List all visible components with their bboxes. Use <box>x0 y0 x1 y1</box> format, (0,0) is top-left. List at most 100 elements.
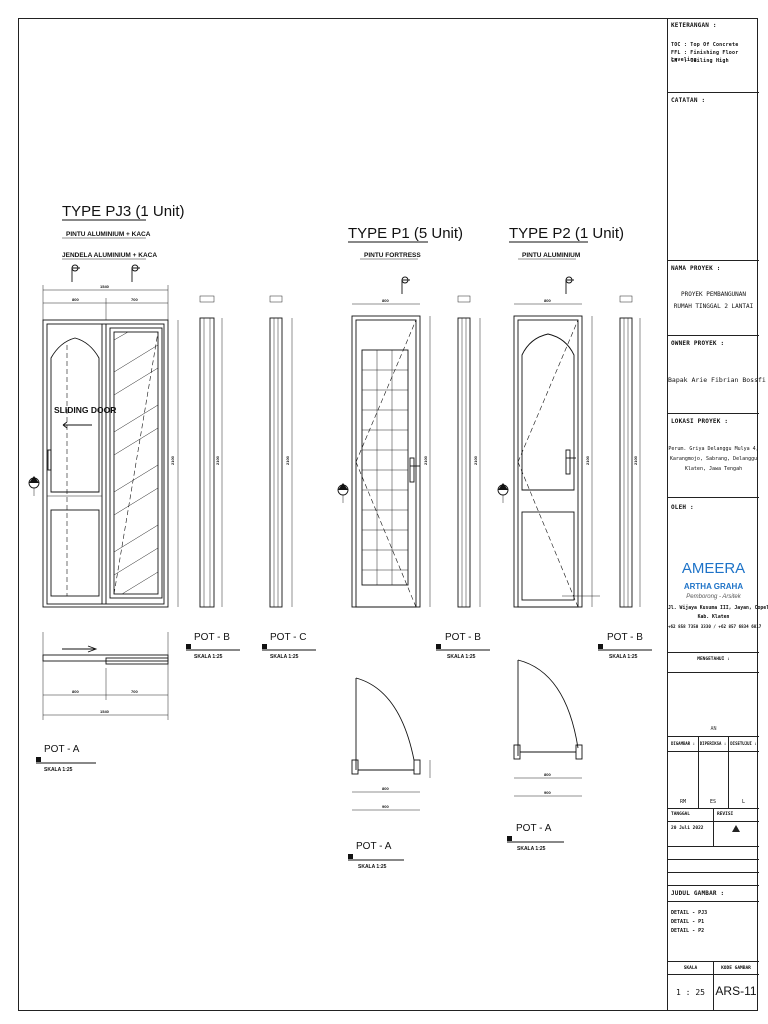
svg-text:POT - A: POT - A <box>516 823 552 834</box>
company-address-1: Jl. Wijaya Kusuma III, Jayan, Copel, <box>668 606 768 611</box>
nama-proyek-line-2: RUMAH TINGGAL 2 LANTAI <box>673 303 754 310</box>
nama-proyek-label: NAMA PROYEK : <box>671 265 721 272</box>
svg-text:POT - B: POT - B <box>194 632 230 643</box>
svg-text:SKALA 1:25: SKALA 1:25 <box>609 654 638 660</box>
svg-text:SKALA 1:25: SKALA 1:25 <box>44 767 73 773</box>
oleh-label: OLEH : <box>671 504 694 511</box>
skala-kode-section: SKALA KODE GAMBAR 1 : 25 ARS-11 <box>668 962 759 1011</box>
svg-text:POT - A: POT - A <box>44 744 80 755</box>
svg-text:2100: 2100 <box>473 455 478 465</box>
svg-text:2100: 2100 <box>215 455 220 465</box>
type-p1-group: TYPE P1 (5 Unit) PINTU FORTRESS 800 <box>337 225 490 870</box>
p1-title: TYPE P1 (5 Unit) <box>348 225 463 242</box>
sign-value-3: L <box>741 799 745 805</box>
sign-header-digambar: DIGAMBAR : <box>670 741 696 746</box>
owner-label: OWNER PROYEK : <box>671 340 725 347</box>
keterangan-label: KETERANGAN : <box>671 22 717 29</box>
sign-value-1: RM <box>679 799 687 805</box>
svg-text:800: 800 <box>382 298 389 303</box>
judul-item-1: DETAIL - PJ3 <box>671 910 708 916</box>
svg-text:1540: 1540 <box>100 709 110 714</box>
svg-text:900: 900 <box>544 790 551 795</box>
kode-label: KODE GAMBAR <box>721 966 751 971</box>
lokasi-label: LOKASI PROYEK : <box>671 418 729 425</box>
mengetahui-label: MENGETAHUI : <box>697 657 730 662</box>
svg-text:2100: 2100 <box>170 455 175 465</box>
an-section: AN <box>668 673 759 737</box>
svg-text:SKALA 1:25: SKALA 1:25 <box>517 846 546 852</box>
pj3-section-b: 2100 POT - B SKALA 1:25 <box>186 295 240 660</box>
company-tagline: Pemborong - Arsitek <box>686 594 741 600</box>
legend-row-3: CH : Ceiling High <box>671 58 729 64</box>
pj3-subtitle-window: JENDELA ALUMINIUM + KACA <box>62 252 157 259</box>
kode-value: ARS-11 <box>715 984 757 998</box>
signatures-section: DIGAMBAR : DIPERIKSA : DISETUJUI : RM ES… <box>668 737 759 809</box>
lokasi-line-2: Karangmojo, Sabrang, Delanggu <box>669 456 758 462</box>
revisi-label: REVISI <box>717 812 734 817</box>
nama-proyek-section: NAMA PROYEK : PROYEK PEMBANGUNAN RUMAH T… <box>668 261 759 336</box>
svg-text:800: 800 <box>72 297 79 302</box>
owner-section: OWNER PROYEK : Bapak Arie Fibrian Bossfi <box>668 336 766 414</box>
judul-label: JUDUL GAMBAR : <box>671 890 725 897</box>
svg-text:800: 800 <box>72 689 79 694</box>
svg-text:700: 700 <box>131 689 138 694</box>
owner-name: Bapak Arie Fibrian Bossfi <box>668 376 766 384</box>
svg-text:SKALA 1:25: SKALA 1:25 <box>270 654 299 660</box>
title-block: KETERANGAN : TOC : Top Of Concrete FFL :… <box>667 18 768 1011</box>
type-p2-group: TYPE P2 (1 Unit) PINTU ALUMINIUM 800 210… <box>497 225 652 852</box>
judul-gambar-section: JUDUL GAMBAR : DETAIL - PJ3 DETAIL - P1 … <box>668 886 759 962</box>
pj3-section-c: 2100 POT - C SKALA 1:25 <box>262 295 316 660</box>
pj3-plan-view: 800 700 1540 <box>42 632 169 720</box>
lokasi-line-3: Klaten, Jawa Tengah <box>684 466 743 472</box>
judul-item-3: DETAIL - P2 <box>671 928 705 934</box>
p2-section-b: 2100 POT - B SKALA 1:25 <box>598 295 652 660</box>
drawing-sheet-border <box>18 18 758 1011</box>
legend-row-1: TOC : Top Of Concrete <box>671 42 739 48</box>
sign-value-2: ES <box>709 799 717 805</box>
svg-text:SKALA 1:25: SKALA 1:25 <box>358 864 387 870</box>
svg-text:POT - A: POT - A <box>356 841 392 852</box>
p2-plan-view: 800 900 <box>513 659 583 797</box>
svg-text:800: 800 <box>544 298 551 303</box>
nama-proyek-line-1: PROYEK PEMBANGUNAN <box>680 291 747 298</box>
sign-header-disetujui: DISETUJUI : <box>730 741 757 746</box>
tanggal-label: TANGGAL <box>671 812 690 817</box>
svg-text:POT - B: POT - B <box>445 632 481 643</box>
svg-text:POT - B: POT - B <box>607 632 643 643</box>
svg-text:2100: 2100 <box>585 455 590 465</box>
catatan-section: CATATAN : <box>668 93 759 261</box>
p2-title: TYPE P2 (1 Unit) <box>509 225 624 242</box>
p1-section-b: 2100 POT - B SKALA 1:25 <box>436 295 490 660</box>
svg-text:2100: 2100 <box>423 455 428 465</box>
svg-text:SKALA 1:25: SKALA 1:25 <box>447 654 476 660</box>
svg-text:800: 800 <box>382 786 389 791</box>
pj3-section-marker <box>28 476 40 496</box>
p1-pot-a-label: POT - A SKALA 1:25 <box>348 841 404 870</box>
sign-header-diperiksa: DIPERIKSA : <box>699 741 727 746</box>
tanggal-revisi-section: TANGGAL REVISI 20 Juli 2022 <box>668 809 759 847</box>
skala-label: SKALA <box>683 966 698 971</box>
lokasi-section: LOKASI PROYEK : Perum. Griya Delanggu Mu… <box>668 414 759 498</box>
company-logo-name: AMEERA <box>681 560 746 577</box>
p2-subtitle: PINTU ALUMINIUM <box>522 252 580 259</box>
company-phone: +62 858 7350 3330 / +62 857 6834 6817 <box>668 624 762 629</box>
p1-subtitle: PINTU FORTRESS <box>364 252 421 259</box>
svg-text:800: 800 <box>544 772 551 777</box>
type-pj3-group: TYPE PJ3 (1 Unit) PINTU ALUMINIUM + KACA… <box>28 203 316 773</box>
tanggal-value: 20 Juli 2022 <box>671 826 704 831</box>
pj3-pot-a-label: POT - A SKALA 1:25 <box>36 744 96 773</box>
an-label: AN <box>710 726 717 732</box>
company-address-2: Kab. Klaten <box>697 615 730 620</box>
svg-text:900: 900 <box>382 804 389 809</box>
svg-text:POT - C: POT - C <box>270 632 306 643</box>
lokasi-line-1: Perum. Griya Delanggu Mulya 4, <box>668 446 759 452</box>
sliding-door-label: SLIDING DOOR <box>54 405 116 415</box>
svg-text:700: 700 <box>131 297 138 302</box>
keterangan-section: KETERANGAN : TOC : Top Of Concrete FFL :… <box>668 18 759 93</box>
pj3-elevation-markers <box>71 264 140 282</box>
oleh-section: OLEH : AMEERA ARTHA GRAHA Pemborong - Ar… <box>668 498 768 673</box>
svg-text:2100: 2100 <box>285 455 290 465</box>
svg-text:2100: 2100 <box>633 455 638 465</box>
p1-plan-view: 800 900 <box>351 677 431 811</box>
legend-row-2: FFL : Finishing Floor Leveling <box>671 50 739 63</box>
